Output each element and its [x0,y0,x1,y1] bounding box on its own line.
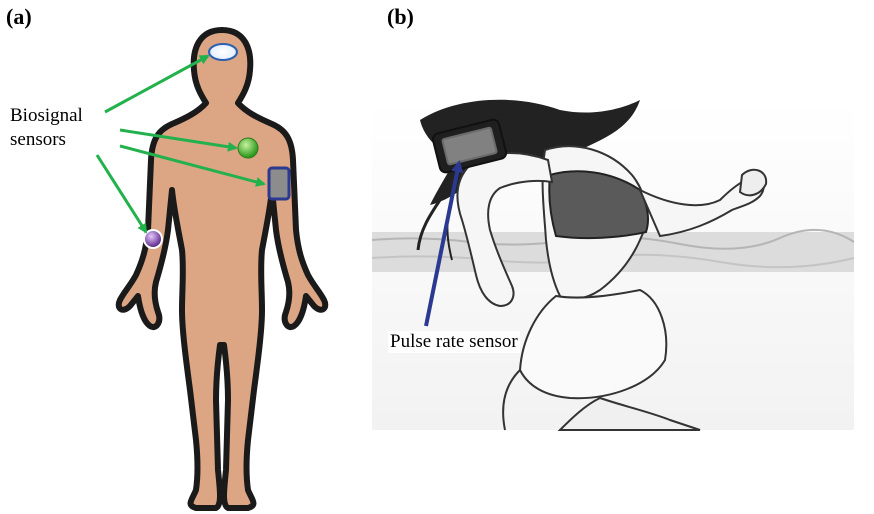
runner-photo [372,100,854,430]
wrist-sensor-icon [144,230,162,248]
arrow-to-head [105,56,208,112]
chest-sensor-icon [238,138,258,158]
pulse-rate-sensor-label: Pulse rate sensor [388,331,520,353]
arm-band-sensor-icon [269,168,289,199]
biosignal-label-line2: sensors [10,128,66,152]
human-body-figure [119,30,326,508]
body-silhouette [119,30,326,508]
head-sensor-icon [209,44,237,60]
biosignal-label-line1: Biosignal [10,104,83,128]
arrow-to-wrist [97,155,146,232]
